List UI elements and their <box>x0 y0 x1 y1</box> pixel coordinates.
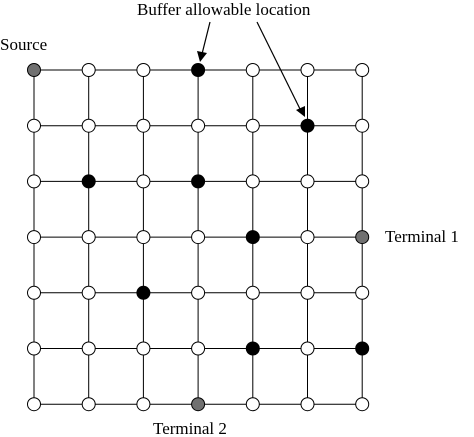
buffer-node <box>81 174 96 189</box>
grid-node <box>81 230 96 245</box>
grid-node <box>300 285 315 300</box>
annotation-arrows <box>197 21 305 117</box>
grid-node <box>245 63 260 77</box>
grid-node <box>27 341 41 356</box>
grid-node <box>300 174 315 189</box>
source-label: Source <box>0 35 47 54</box>
arrow-to-buffer-2 <box>256 21 301 110</box>
grid-node <box>136 63 151 77</box>
grid-node <box>136 118 151 133</box>
grid-node <box>245 174 260 189</box>
grid-node <box>136 230 151 245</box>
grid-node <box>355 174 370 189</box>
grid-node <box>136 174 151 189</box>
grid-node <box>27 118 41 133</box>
grid-node <box>300 230 315 245</box>
grid-node <box>81 341 96 356</box>
buffer-allowable-location-label: Buffer allowable location <box>137 0 311 19</box>
terminal-node <box>191 397 206 412</box>
grid-node <box>191 118 206 133</box>
grid-node <box>81 118 96 133</box>
grid-node <box>245 397 260 412</box>
terminal-1-label: Terminal 1 <box>385 227 459 246</box>
buffer-node <box>191 63 206 77</box>
grid-node <box>191 230 206 245</box>
grid-node <box>81 285 96 300</box>
grid-node <box>355 397 370 412</box>
grid-node <box>245 285 260 300</box>
grid-node <box>355 118 370 133</box>
grid-node <box>81 397 96 412</box>
buffer-node <box>136 285 151 300</box>
arrow-to-buffer-1 <box>201 21 211 55</box>
grid-node <box>27 174 41 189</box>
grid-node <box>27 285 41 300</box>
buffer-node <box>245 341 260 356</box>
grid-node <box>27 230 41 245</box>
buffer-node <box>191 174 206 189</box>
source-node <box>27 63 41 77</box>
grid-node <box>27 397 41 412</box>
buffer-node <box>355 341 370 356</box>
terminal-node <box>355 230 370 245</box>
grid-node <box>300 397 315 412</box>
grid-node <box>355 63 370 77</box>
grid-node <box>136 397 151 412</box>
terminal-2-label: Terminal 2 <box>153 419 227 437</box>
arrowhead-2 <box>296 106 305 117</box>
buffer-node <box>245 230 260 245</box>
grid-node <box>81 63 96 77</box>
grid-node <box>191 341 206 356</box>
buffer-node <box>300 118 315 133</box>
grid-node <box>245 118 260 133</box>
grid-node <box>136 341 151 356</box>
grid-node <box>300 63 315 77</box>
arrowhead-1 <box>197 51 207 62</box>
grid-nodes <box>27 63 370 412</box>
grid-node <box>300 341 315 356</box>
grid-node <box>191 285 206 300</box>
grid-node <box>355 285 370 300</box>
